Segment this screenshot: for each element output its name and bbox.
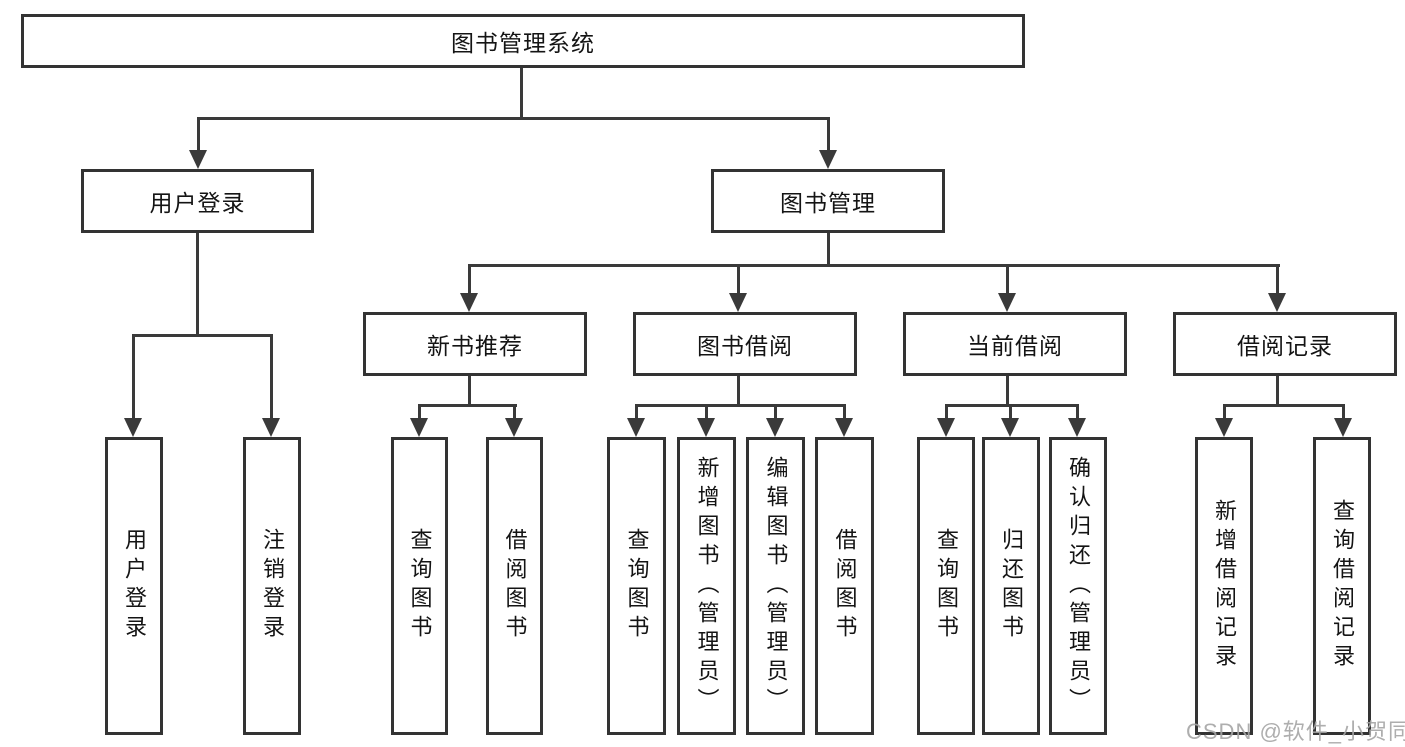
node-book-borrow: 图书借阅 [633, 312, 857, 376]
leaf-br-add-record: 新增借阅记录 [1195, 437, 1253, 735]
connector-bb-stem-2 [705, 404, 708, 420]
leaf-logout-label: 注销登录 [260, 528, 285, 644]
leaf-nb-borrow-book-label: 借阅图书 [502, 528, 528, 644]
arrowhead-bb-leaf-2 [697, 418, 715, 437]
leaf-nb-borrow-book: 借阅图书 [486, 437, 543, 735]
node-current-borrow: 当前借阅 [903, 312, 1127, 376]
leaf-bb-edit-book-admin-label: 编辑图书（管理员） [763, 455, 789, 717]
arrowhead-cb-leaf-1 [937, 418, 955, 437]
connector-cb-stem-2 [1009, 404, 1012, 420]
node-borrow-record-label: 借阅记录 [1237, 333, 1333, 359]
leaf-bb-query-book-label: 查询图书 [624, 528, 650, 644]
connector-br-stem-2 [1342, 404, 1345, 420]
connector-cb-hbar [945, 404, 1079, 407]
arrowhead-br-leaf-1 [1215, 418, 1233, 437]
connector-br-stem-1 [1223, 404, 1226, 420]
arrowhead-user-login [189, 150, 207, 169]
leaf-br-query-record-label: 查询借阅记录 [1330, 499, 1355, 673]
connector-l2-hbar [197, 117, 830, 120]
connector-l2-stem-right [827, 117, 830, 151]
arrowhead-cb-leaf-2 [1001, 418, 1019, 437]
leaf-cb-return-book-label: 归还图书 [999, 528, 1024, 644]
node-current-borrow-label: 当前借阅 [967, 333, 1063, 359]
connector-bb-hbar [635, 404, 846, 407]
connector-l3-stem-4 [1276, 264, 1279, 295]
leaf-logout: 注销登录 [243, 437, 301, 735]
leaf-cb-confirm-return-admin-label: 确认归还（管理员） [1066, 455, 1091, 717]
leaf-cb-return-book: 归还图书 [982, 437, 1040, 735]
connector-ul-hbar [132, 334, 273, 337]
connector-l2-stem-left [197, 117, 200, 151]
connector-cb-stem-3 [1076, 404, 1079, 420]
connector-bb-stem-4 [843, 404, 846, 420]
arrowhead-bb-leaf-1 [627, 418, 645, 437]
node-borrow-record: 借阅记录 [1173, 312, 1397, 376]
leaf-bb-add-book-admin: 新增图书（管理员） [677, 437, 736, 735]
node-root: 图书管理系统 [21, 14, 1025, 68]
arrowhead-current-borrow [998, 293, 1016, 312]
leaf-nb-query-book-label: 查询图书 [407, 528, 433, 644]
arrowhead-new-book [460, 293, 478, 312]
connector-bm-trunk [827, 233, 830, 267]
leaf-cb-query-book-label: 查询图书 [934, 528, 959, 644]
node-new-book: 新书推荐 [363, 312, 587, 376]
connector-ul-stem-2 [270, 334, 273, 419]
leaf-bb-borrow-book: 借阅图书 [815, 437, 874, 735]
arrowhead-bb-leaf-3 [766, 418, 784, 437]
csdn-watermark: CSDN @软件_小贺同学 [1186, 719, 1405, 744]
connector-root-trunk [520, 68, 523, 120]
connector-nb-hbar [418, 404, 517, 407]
connector-nb-trunk [468, 376, 471, 406]
leaf-br-add-record-label: 新增借阅记录 [1212, 499, 1237, 673]
node-book-borrow-label: 图书借阅 [697, 333, 793, 359]
connector-l3-stem-2 [737, 264, 740, 295]
connector-bb-trunk [737, 376, 740, 406]
arrowhead-cb-leaf-3 [1068, 418, 1086, 437]
arrowhead-nb-leaf-2 [505, 418, 523, 437]
node-book-mgmt-label: 图书管理 [780, 190, 876, 216]
connector-l3-stem-3 [1006, 264, 1009, 295]
arrowhead-book-borrow [729, 293, 747, 312]
node-user-login-label: 用户登录 [149, 190, 246, 216]
arrowhead-br-leaf-2 [1334, 418, 1352, 437]
leaf-nb-query-book: 查询图书 [391, 437, 448, 735]
connector-nb-stem-2 [513, 404, 516, 420]
connector-cb-trunk [1006, 376, 1009, 406]
connector-br-trunk [1276, 376, 1279, 406]
leaf-bb-query-book: 查询图书 [607, 437, 666, 735]
connector-l3-hbar [468, 264, 1280, 267]
connector-nb-stem-1 [418, 404, 421, 420]
arrowhead-nb-leaf-1 [410, 418, 428, 437]
connector-bb-stem-1 [635, 404, 638, 420]
arrowhead-borrow-record [1268, 293, 1286, 312]
connector-bb-stem-3 [774, 404, 777, 420]
leaf-cb-query-book: 查询图书 [917, 437, 975, 735]
connector-l3-stem-1 [468, 264, 471, 295]
connector-ul-stem-1 [132, 334, 135, 419]
node-root-label: 图书管理系统 [451, 30, 595, 56]
arrowhead-ul-leaf-1 [124, 418, 142, 437]
leaf-user-login: 用户登录 [105, 437, 163, 735]
leaf-user-login-label: 用户登录 [122, 528, 147, 644]
leaf-bb-borrow-book-label: 借阅图书 [832, 528, 858, 644]
connector-br-hbar [1223, 404, 1345, 407]
leaf-cb-confirm-return-admin: 确认归还（管理员） [1049, 437, 1107, 735]
arrowhead-ul-leaf-2 [262, 418, 280, 437]
node-new-book-label: 新书推荐 [427, 333, 523, 359]
connector-cb-stem-1 [945, 404, 948, 420]
leaf-bb-edit-book-admin: 编辑图书（管理员） [746, 437, 805, 735]
node-book-mgmt: 图书管理 [711, 169, 945, 233]
leaf-bb-add-book-admin-label: 新增图书（管理员） [694, 455, 720, 717]
connector-ul-trunk [196, 233, 199, 337]
arrowhead-book-mgmt [819, 150, 837, 169]
arrowhead-bb-leaf-4 [835, 418, 853, 437]
leaf-br-query-record: 查询借阅记录 [1313, 437, 1371, 735]
node-user-login: 用户登录 [81, 169, 314, 233]
